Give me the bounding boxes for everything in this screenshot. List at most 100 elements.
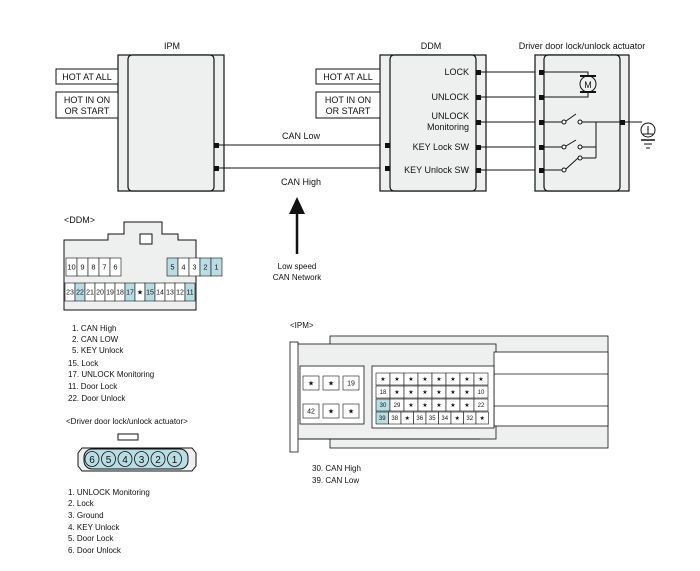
switch-circuit xyxy=(544,113,620,173)
ddm-pin-number: 22 xyxy=(76,289,84,296)
ipm-small-pin-number: ★ xyxy=(328,407,334,415)
ipm-pin-number: ★ xyxy=(455,415,460,422)
motor-symbol: M xyxy=(584,80,592,90)
ddm-hot-in-on-label: HOT IN ON xyxy=(325,95,371,105)
ipm-small-pin-cell xyxy=(322,375,340,391)
ipm-pin-number: 38 xyxy=(391,416,398,422)
ipm-small-pin-number: 19 xyxy=(347,380,355,387)
ddm-pin-number: 18 xyxy=(116,289,124,296)
ipm-small-pin-number: ★ xyxy=(308,379,314,387)
ddm-out-pin xyxy=(476,168,481,173)
actuator-pin-number: 5 xyxy=(106,455,112,466)
ddm-title: DDM xyxy=(421,41,442,51)
can-high-label: CAN High xyxy=(281,177,321,187)
actuator-title: Driver door lock/unlock actuator xyxy=(519,41,646,51)
motor-circuit xyxy=(544,71,597,98)
network-note-line2: CAN Network xyxy=(273,273,322,282)
ddm-hot-at-all-label: HOT AT ALL xyxy=(323,72,373,82)
can-low-label: CAN Low xyxy=(282,131,321,141)
ddm-legend-item: 15. Lock xyxy=(68,359,99,368)
ddm-pin-number: 20 xyxy=(96,289,104,296)
ddm-pin-number: ★ xyxy=(137,288,143,296)
actuator-pin-cell xyxy=(150,451,166,467)
ipm-or-start-label: OR START xyxy=(65,106,110,116)
actuator-pin-number: 6 xyxy=(89,455,95,466)
ipm-pin-number: ★ xyxy=(436,402,441,409)
ddm-pin xyxy=(385,143,390,148)
ddm-pin-number: 17 xyxy=(126,289,134,296)
ipm-small-pin-number: ★ xyxy=(328,379,334,387)
ipm-small-pin-number: ★ xyxy=(348,407,354,415)
ipm-pin-number: 22 xyxy=(478,403,485,409)
ddm-hot-at-all-box xyxy=(315,68,381,85)
ipm-title: IPM xyxy=(164,41,180,51)
ddm-hot-in-on-box xyxy=(315,91,381,119)
ipm-small-pin-cell xyxy=(342,375,360,391)
ddm-pin-number: 4 xyxy=(181,263,185,272)
ddm-pin-number: 1 xyxy=(214,263,218,272)
ipm-pin-number: ★ xyxy=(422,376,427,383)
ipm-pin-number: ★ xyxy=(380,376,385,383)
ddm-pin xyxy=(385,166,390,171)
actuator-ground-pin xyxy=(620,120,625,125)
actuator-pin xyxy=(539,120,544,125)
ddm-pin-unlock-label: UNLOCK xyxy=(431,92,469,102)
ddm-pin-number: 5 xyxy=(170,263,174,272)
ddm-out-pin xyxy=(476,145,481,150)
actuator-legend-item: 6. Door Unlock xyxy=(68,546,122,555)
ddm-pin-cell xyxy=(210,257,223,277)
ipm-pin-number: ★ xyxy=(422,402,427,409)
actuator-pin xyxy=(539,70,544,75)
ddm-pin-key-unlock-label: KEY Unlock SW xyxy=(404,165,469,175)
ddm-pin-number: 15 xyxy=(146,289,154,296)
ipm-pin-cell xyxy=(473,398,489,412)
actuator-connector-label: <Driver door lock/unlock actuator> xyxy=(66,417,188,426)
ipm-pin-number: ★ xyxy=(480,415,485,422)
ddm-pin-number: 9 xyxy=(80,263,84,272)
network-note-line1: Low speed xyxy=(278,262,317,271)
ddm-pin-number: 14 xyxy=(156,289,164,296)
actuator-pin xyxy=(539,95,544,100)
ipm-hot-at-all-label: HOT AT ALL xyxy=(62,72,112,82)
ddm-legend-item: 2. CAN LOW xyxy=(72,335,119,344)
ipm-legend: 30. CAN High 39. CAN Low xyxy=(312,464,361,485)
ddm-pin-number: 11 xyxy=(186,289,193,296)
actuator-pin-cell xyxy=(117,451,133,467)
ipm-hot-in-on-box xyxy=(55,91,119,119)
ipm-pin-number: ★ xyxy=(436,376,441,383)
actuator-legend-item: 1. UNLOCK Monitoring xyxy=(68,488,150,497)
ipm-pin-number: 29 xyxy=(394,403,401,409)
actuator-pin-cell xyxy=(101,451,116,467)
ipm-pin-number: ★ xyxy=(436,389,441,396)
ipm-legend-item: 39. CAN Low xyxy=(312,476,359,485)
actuator-legend-item: 3. Ground xyxy=(68,511,104,520)
ddm-out-pin xyxy=(476,95,481,100)
ddm-pin-number: 13 xyxy=(166,289,174,296)
ddm-pin-number: 19 xyxy=(106,289,114,296)
ipm-hot-in-on-label: HOT IN ON xyxy=(64,95,110,105)
ipm-pin xyxy=(214,166,219,171)
ddm-pin-unlock-mon-label: UNLOCK xyxy=(431,111,469,121)
ddm-out-pin xyxy=(476,120,481,125)
ddm-pin-cell xyxy=(184,282,196,302)
ddm-pin-number: 7 xyxy=(102,263,106,272)
actuator-pin-number: 2 xyxy=(155,455,161,466)
ipm-small-pin-number: 42 xyxy=(307,408,315,415)
ipm-hot-at-all-box xyxy=(55,68,119,85)
ground-symbol xyxy=(625,121,656,149)
ipm-pin-number: 10 xyxy=(478,390,485,396)
ipm-pin-number: 32 xyxy=(466,416,473,422)
ddm-pin-lock-label: LOCK xyxy=(444,67,469,77)
ipm-pin-number: ★ xyxy=(478,376,483,383)
ddm-pin-number: 12 xyxy=(176,289,184,296)
actuator-pin xyxy=(539,168,544,173)
ddm-legend-item: 5. KEY Unlock xyxy=(72,346,124,355)
actuator-legend: 1. UNLOCK Monitoring 2. Lock 3. Ground 4… xyxy=(68,488,150,555)
ddm-pin-number: 8 xyxy=(91,263,95,272)
ddm-pin-key-lock-label: KEY Lock SW xyxy=(413,142,470,152)
ipm-pin-number: 35 xyxy=(429,416,436,422)
